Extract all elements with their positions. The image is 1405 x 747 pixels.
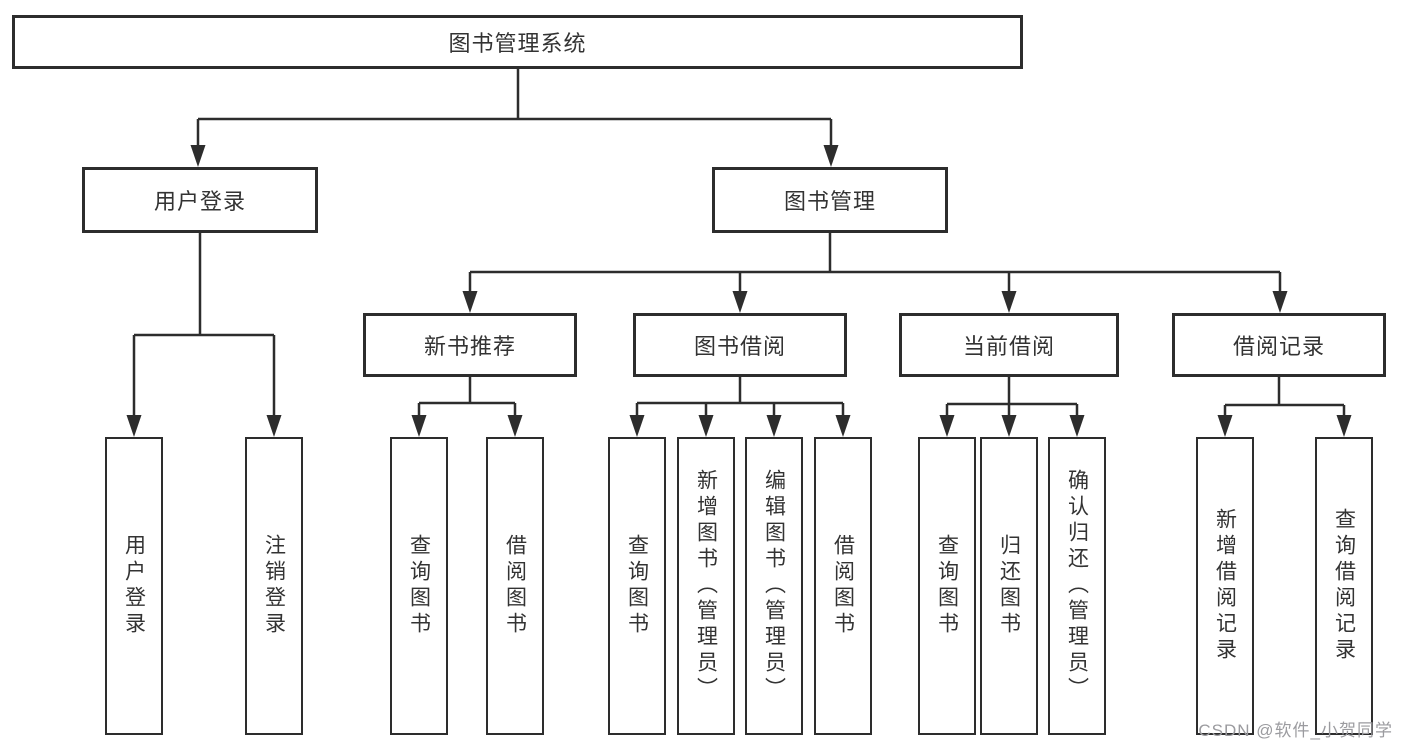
node-book-mgmt-label: 图书管理 — [783, 189, 876, 214]
node-user-login: 用户登录 — [82, 167, 318, 233]
connector-current-borrow-children — [939, 377, 1085, 437]
node-leaf-nb-borrow-books: 借阅图书 — [486, 437, 544, 735]
csdn-watermark: CSDN @软件_小贺同学 — [1198, 721, 1393, 740]
node-leaf-cb-return-books: 归还图书 — [980, 437, 1038, 735]
node-leaf-logout-label: 注销登录 — [262, 534, 286, 638]
node-leaf-cb-query-books: 查询图书 — [918, 437, 976, 735]
node-root-system: 图书管理系统 — [12, 15, 1023, 69]
node-leaf-logout: 注销登录 — [245, 437, 303, 735]
connector-new-book-rec-children — [411, 377, 523, 437]
node-leaf-bb-query-books-label: 查询图书 — [625, 534, 649, 638]
node-leaf-nb-query-books: 查询图书 — [390, 437, 448, 735]
node-book-borrow-label: 图书借阅 — [693, 334, 786, 359]
node-leaf-bb-borrow-books: 借阅图书 — [814, 437, 872, 735]
node-user-login-label: 用户登录 — [153, 189, 246, 214]
connector-book-borrow-children — [629, 377, 851, 437]
node-new-book-rec: 新书推荐 — [363, 313, 577, 377]
node-book-mgmt: 图书管理 — [712, 167, 948, 233]
node-borrow-records: 借阅记录 — [1172, 313, 1386, 377]
node-leaf-cb-query-books-label: 查询图书 — [935, 534, 959, 638]
connector-user-login-children — [126, 232, 282, 437]
node-leaf-bb-edit-books: 编辑图书（管理员） — [745, 437, 803, 735]
node-leaf-br-add-record: 新增借阅记录 — [1196, 437, 1254, 735]
connector-root-to-level2 — [190, 68, 839, 167]
node-leaf-nb-query-books-label: 查询图书 — [407, 534, 431, 638]
node-leaf-bb-add-books-label: 新增图书（管理员） — [694, 469, 718, 703]
node-leaf-br-query-record-label: 查询借阅记录 — [1332, 508, 1356, 664]
node-leaf-bb-query-books: 查询图书 — [608, 437, 666, 735]
connector-book-mgmt-children — [462, 232, 1288, 313]
node-leaf-br-query-record: 查询借阅记录 — [1315, 437, 1373, 735]
node-leaf-bb-borrow-books-label: 借阅图书 — [831, 534, 855, 638]
node-leaf-cb-return-books-label: 归还图书 — [997, 534, 1021, 638]
node-leaf-bb-edit-books-label: 编辑图书（管理员） — [762, 469, 786, 703]
node-leaf-user-login: 用户登录 — [105, 437, 163, 735]
connector-borrow-records-children — [1217, 377, 1352, 437]
node-current-borrow-label: 当前借阅 — [962, 334, 1055, 359]
node-book-borrow: 图书借阅 — [633, 313, 847, 377]
node-leaf-br-add-record-label: 新增借阅记录 — [1213, 508, 1237, 664]
node-current-borrow: 当前借阅 — [899, 313, 1119, 377]
node-leaf-nb-borrow-books-label: 借阅图书 — [503, 534, 527, 638]
node-leaf-user-login-label: 用户登录 — [122, 534, 146, 638]
node-leaf-bb-add-books: 新增图书（管理员） — [677, 437, 735, 735]
node-leaf-cb-confirm-return: 确认归还（管理员） — [1048, 437, 1106, 735]
node-borrow-records-label: 借阅记录 — [1232, 334, 1325, 359]
node-root-system-label: 图书管理系统 — [448, 31, 587, 56]
node-leaf-cb-confirm-return-label: 确认归还（管理员） — [1065, 469, 1089, 703]
node-new-book-rec-label: 新书推荐 — [423, 334, 516, 359]
